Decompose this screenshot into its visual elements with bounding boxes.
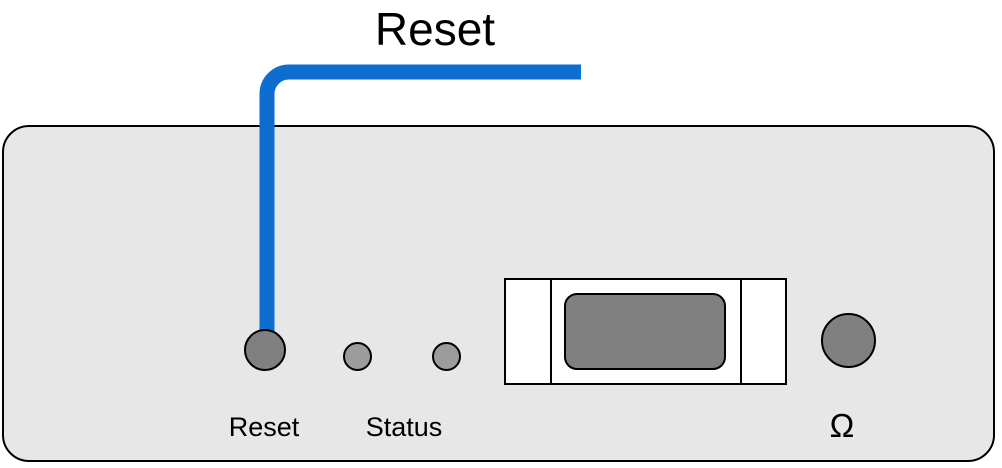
slot-divider bbox=[740, 280, 742, 383]
callout-title: Reset bbox=[374, 3, 496, 55]
connector-slot bbox=[504, 278, 787, 385]
status-led bbox=[343, 342, 372, 371]
slot-insert bbox=[564, 293, 726, 370]
reset-button bbox=[244, 329, 286, 371]
omega-terminal-button bbox=[821, 313, 876, 368]
slot-divider bbox=[550, 280, 552, 383]
status-leds-label: Status bbox=[365, 412, 443, 442]
status-led bbox=[432, 342, 461, 371]
reset-button-label: Reset bbox=[228, 412, 300, 442]
omega-terminal-label: Ω bbox=[829, 407, 855, 444]
